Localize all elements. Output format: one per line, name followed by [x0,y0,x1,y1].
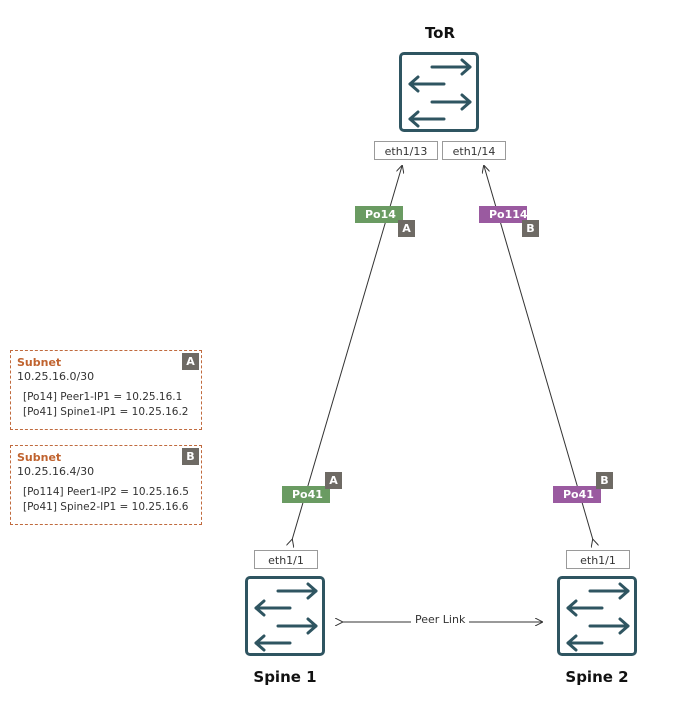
po14-label: Po14 [355,206,403,223]
po41-spine2-label: Po41 [553,486,601,503]
po114-badge-b: B [522,220,539,237]
switch-arrows-icon [566,582,630,652]
spine2-title: Spine 2 [565,668,629,686]
po14-badge-a: A [398,220,415,237]
switch-arrows-icon [408,58,472,128]
tor-title: ToR [424,24,456,42]
spine1-switch[interactable] [245,576,325,656]
subnet-b-line1: [Po114] Peer1-IP2 = 10.25.16.5 [23,486,189,498]
subnet-a-line2: [Po41] Spine1-IP1 = 10.25.16.2 [23,406,189,418]
subnet-b-box: B Subnet 10.25.16.4/30 [Po114] Peer1-IP2… [10,445,202,525]
po41-spine1-badge-a: A [325,472,342,489]
subnet-b-line2: [Po41] Spine2-IP1 = 10.25.16.6 [23,501,189,513]
po114-label: Po114 [479,206,528,223]
subnet-a-badge: A [182,353,199,370]
spine1-port-eth1-1: eth1/1 [254,550,318,569]
tor-switch[interactable] [399,52,479,132]
link-spine1-tor [292,166,402,540]
tor-port-eth1-14: eth1/14 [442,141,506,160]
subnet-a-line1: [Po14] Peer1-IP1 = 10.25.16.1 [23,391,183,403]
subnet-b-title: Subnet [17,451,62,464]
switch-arrows-icon [254,582,318,652]
subnet-a-box: A Subnet 10.25.16.0/30 [Po14] Peer1-IP1 … [10,350,202,430]
spine1-title: Spine 1 [253,668,317,686]
spine2-switch[interactable] [557,576,637,656]
subnet-b-badge: B [182,448,199,465]
link-spine2-tor [484,166,593,540]
po41-spine1-label: Po41 [282,486,330,503]
tor-port-eth1-13: eth1/13 [374,141,438,160]
spine2-port-eth1-1: eth1/1 [566,550,630,569]
po41-spine2-badge-b: B [596,472,613,489]
subnet-a-cidr: 10.25.16.0/30 [17,370,95,383]
subnet-b-cidr: 10.25.16.4/30 [17,465,95,478]
peer-link-label: Peer Link [411,613,470,626]
subnet-a-title: Subnet [17,356,62,369]
